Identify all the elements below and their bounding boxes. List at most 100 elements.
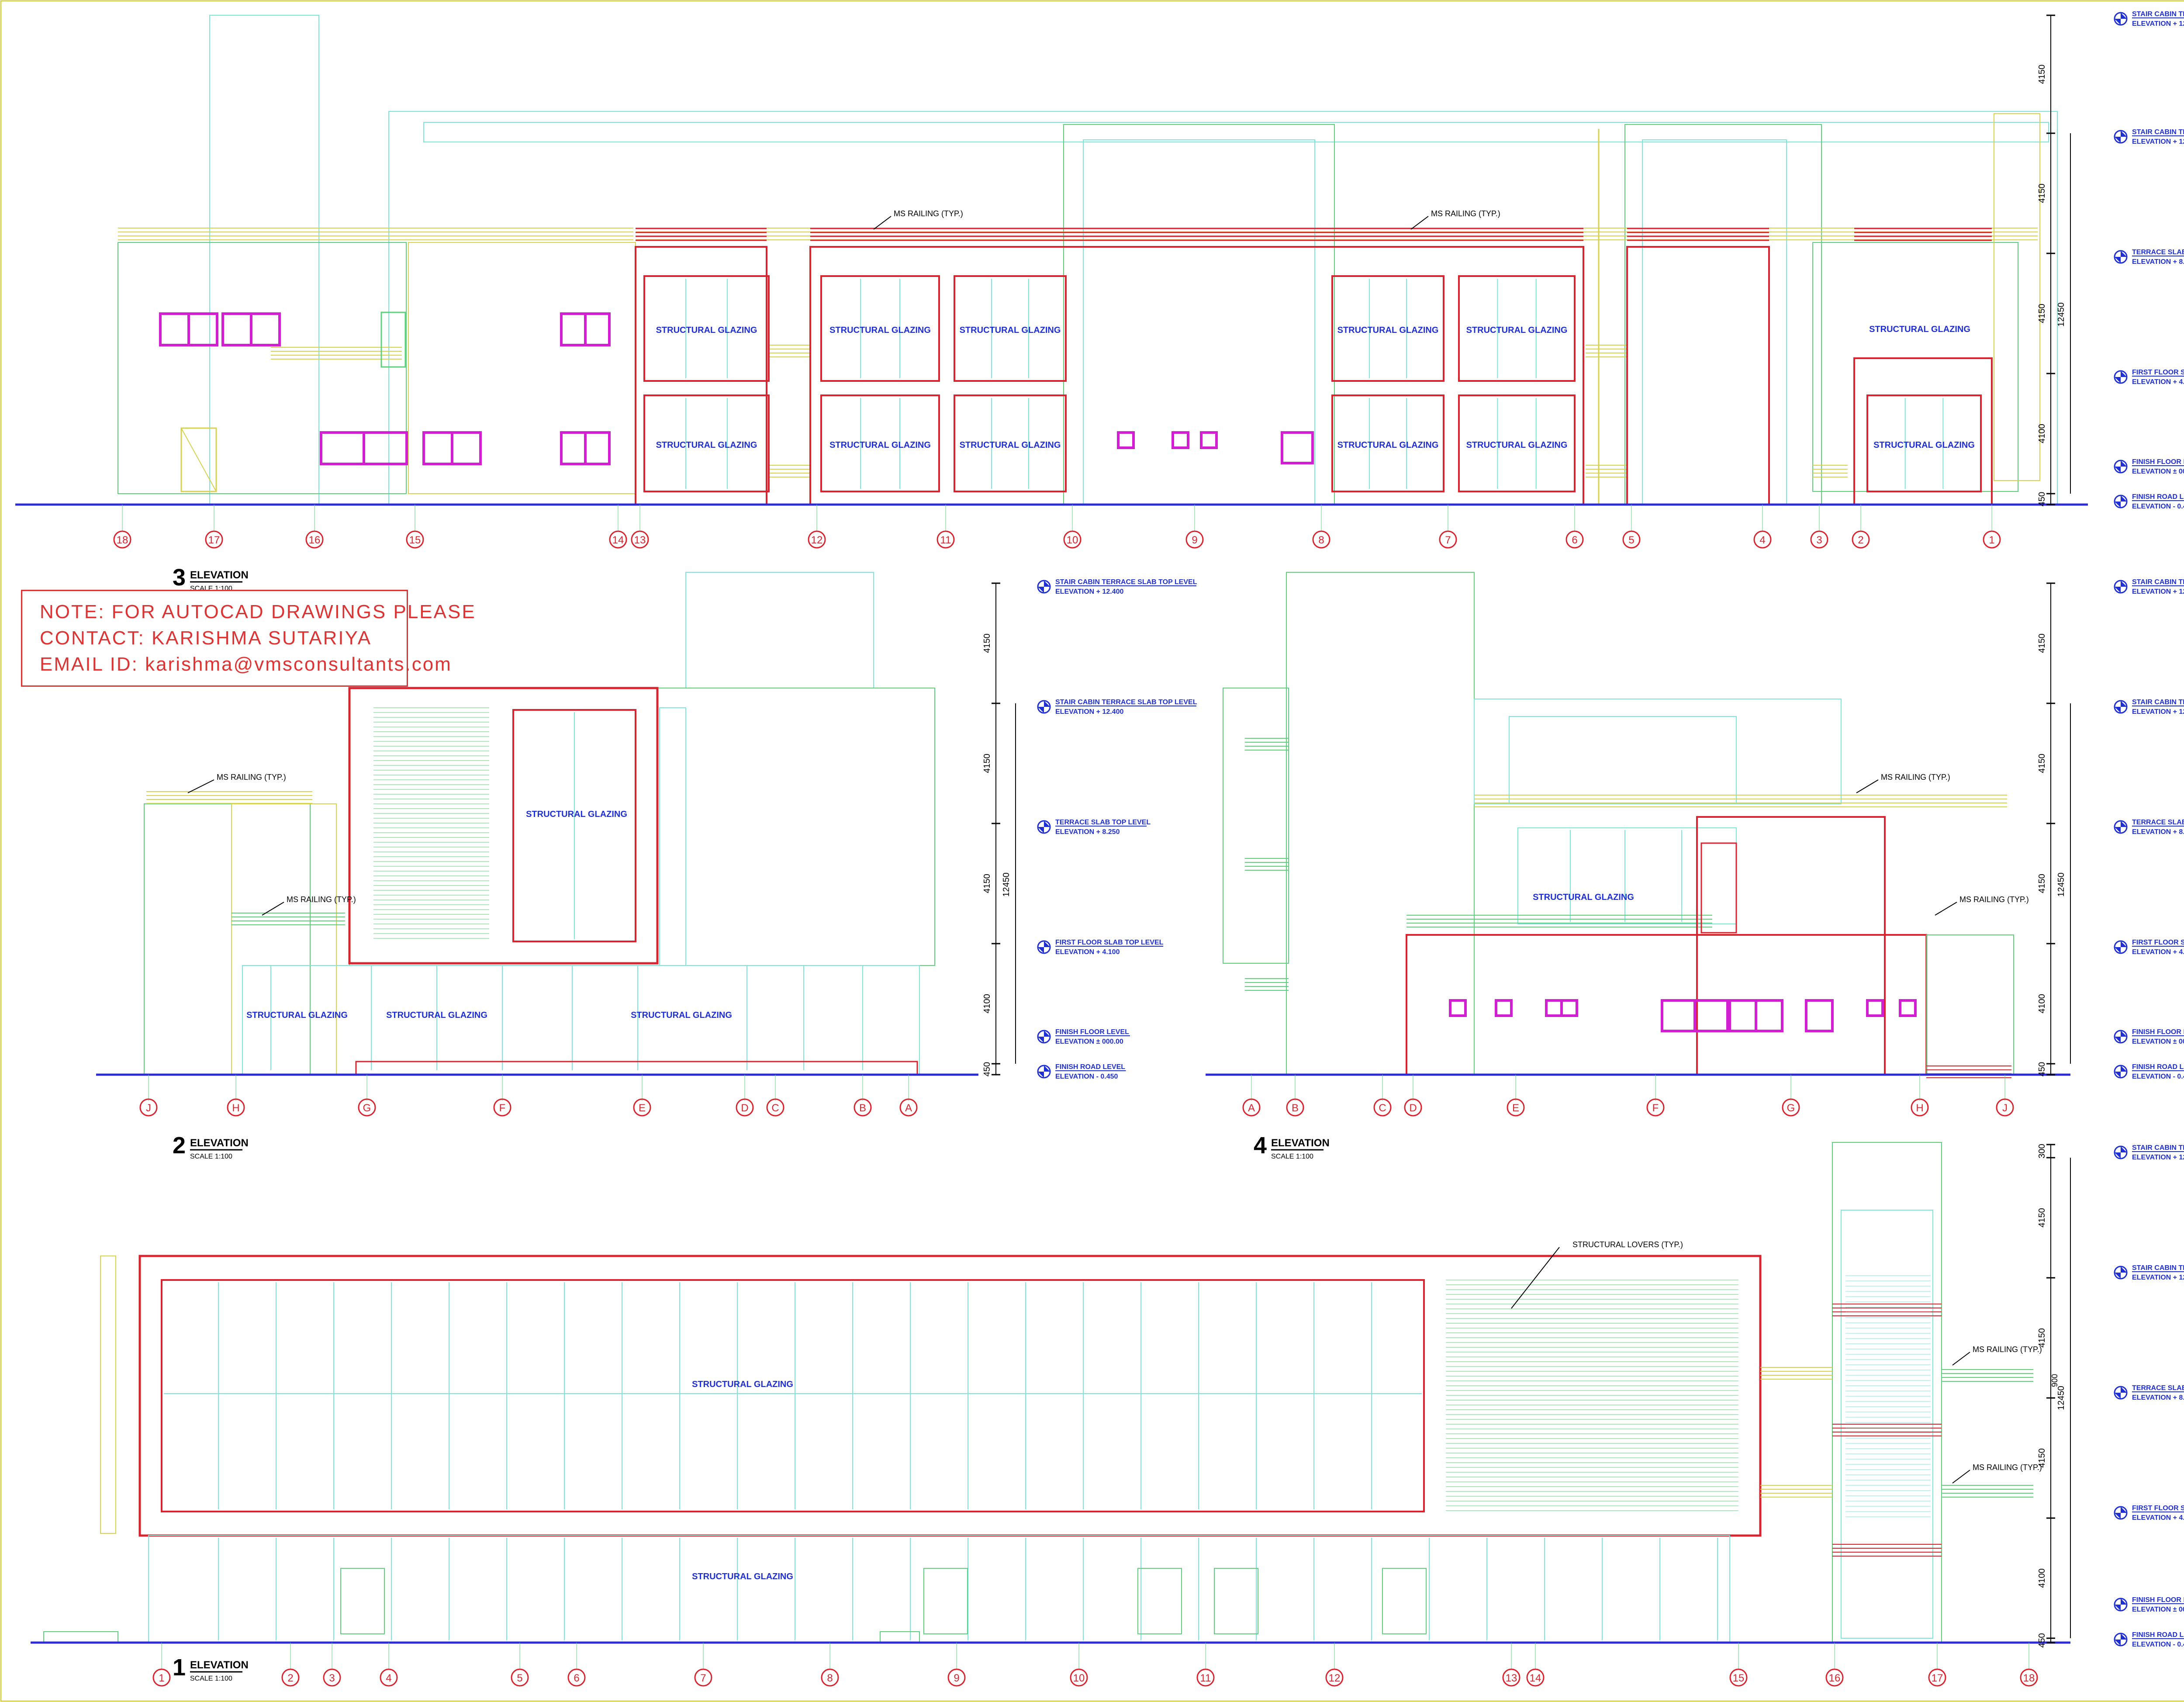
structural-glazing-window xyxy=(1458,275,1576,382)
level-marker-fill xyxy=(1038,1031,1050,1043)
grid-bubble xyxy=(1404,1098,1422,1117)
grid-bubble xyxy=(567,1668,586,1687)
view-scale: SCALE 1:100 xyxy=(190,1675,232,1682)
level-name: STAIR CABIN TERRACE SLAB TOP LEVEL xyxy=(2132,10,2184,18)
grid-label: 10 xyxy=(1073,1672,1085,1684)
structural-glazing-label: STRUCTURAL GLAZING xyxy=(1533,893,1634,902)
grid-label: 15 xyxy=(409,534,421,546)
grid-label: 4 xyxy=(1759,534,1765,546)
level-marker-fill xyxy=(2115,251,2127,263)
level-name: FINISH ROAD LEVEL xyxy=(1055,1063,1125,1071)
door xyxy=(923,1568,968,1634)
grid-label: 10 xyxy=(1067,534,1078,546)
fin xyxy=(659,707,686,966)
grid-label: B xyxy=(1292,1102,1299,1114)
level-marker-fill xyxy=(1038,941,1050,953)
level-elevation: ELEVATION ± 000.00 xyxy=(1055,1038,1123,1045)
grid-bubble xyxy=(609,530,627,549)
grid-bubble xyxy=(1242,1098,1261,1117)
grid-bubble xyxy=(766,1098,784,1117)
grid-bubble xyxy=(205,530,223,549)
level-name: FIRST FLOOR SLAB TOP LEVEL xyxy=(2132,369,2184,376)
level-marker-fill xyxy=(2115,821,2127,833)
window-opening xyxy=(1805,999,1834,1032)
structural-glazing-label: STRUCTURAL GLAZING xyxy=(246,1010,348,1020)
grid-bubble xyxy=(113,530,131,549)
level-name: FINISH FLOOR LEVEL xyxy=(1055,1028,1129,1036)
level-marker-fill xyxy=(2115,495,2127,508)
grid-bubble xyxy=(736,1098,754,1117)
level-elevation: ELEVATION + 8.250 xyxy=(2132,258,2184,266)
grid-bubble xyxy=(1185,530,1204,549)
note-line-1: NOTE: FOR AUTOCAD DRAWINGS PLEASE xyxy=(40,601,476,623)
grid-bubble xyxy=(511,1668,529,1687)
grid-label: 3 xyxy=(1816,534,1822,546)
level-marker-fill xyxy=(1038,821,1050,833)
grid-bubble xyxy=(1063,530,1082,549)
grid-bubble xyxy=(1286,1098,1304,1117)
grid-label: F xyxy=(499,1102,506,1114)
grid-bubble xyxy=(1729,1668,1748,1687)
level-name: STAIR CABIN TERRACE SLAB TOP LEVEL xyxy=(2132,1144,2184,1152)
grid-label: E xyxy=(639,1102,646,1114)
dimension-text: 300 xyxy=(2037,1144,2047,1158)
window-opening xyxy=(1866,999,1884,1017)
grid-label: 8 xyxy=(1318,534,1324,546)
grid-label: 16 xyxy=(1829,1672,1841,1684)
grid-label: A xyxy=(1248,1102,1255,1114)
grid-bubble xyxy=(1852,530,1870,549)
level-elevation: ELEVATION + 4.100 xyxy=(2132,1514,2184,1522)
dimension-text: 12450 xyxy=(2056,1386,2066,1410)
level-elevation: ELEVATION + 12.400 xyxy=(2132,20,2184,28)
grid-label: 17 xyxy=(208,534,220,546)
level-elevation: ELEVATION + 12.400 xyxy=(2132,588,2184,595)
leader-line xyxy=(873,216,892,230)
window-opening xyxy=(1560,999,1578,1017)
terrace-inner xyxy=(1509,716,1737,804)
grid-bubble xyxy=(323,1668,341,1687)
grid-label: 12 xyxy=(811,534,823,546)
door xyxy=(1382,1568,1427,1634)
structural-glazing-label: STRUCTURAL GLAZING xyxy=(526,809,627,819)
grid-bubble xyxy=(1753,530,1772,549)
structural-glazing-label: STRUCTURAL GLAZING xyxy=(1873,440,1975,450)
grid-bubble xyxy=(631,530,649,549)
structural-glazing-label: STRUCTURAL GLAZING xyxy=(692,1572,793,1581)
level-marker-fill xyxy=(2115,131,2127,143)
grid-label: 6 xyxy=(574,1672,579,1684)
structural-glazing-label: STRUCTURAL GLAZING xyxy=(960,440,1061,450)
grid-label: 12 xyxy=(1329,1672,1341,1684)
level-name: TERRACE SLAB TOP LEVEL xyxy=(1055,819,1151,826)
left-block xyxy=(117,242,407,494)
dimension-text: 4150 xyxy=(2037,304,2047,323)
dimension-text: 12450 xyxy=(2056,872,2066,897)
grid-label: 9 xyxy=(1192,534,1197,546)
grid-label: 13 xyxy=(1506,1672,1517,1684)
grid-label: 2 xyxy=(287,1672,293,1684)
grid-label: 18 xyxy=(117,534,128,546)
side-block xyxy=(1223,688,1289,964)
grid-label: 8 xyxy=(827,1672,833,1684)
structural-glazing-label: STRUCTURAL GLAZING xyxy=(631,1010,732,1020)
dimension-text: 4100 xyxy=(982,994,992,1014)
window-opening xyxy=(1200,431,1218,449)
leader-line xyxy=(1952,1352,1970,1366)
structural-glazing-window xyxy=(820,275,940,382)
level-name: FINISH ROAD LEVEL xyxy=(2132,1063,2184,1071)
grid-bubble xyxy=(1502,1668,1521,1687)
grid-bubble xyxy=(899,1098,918,1117)
leader-line xyxy=(1935,902,1957,916)
leader-line xyxy=(262,902,284,916)
dimension-text: 4100 xyxy=(2037,994,2047,1014)
grid-bubble xyxy=(139,1098,158,1117)
ms-railing-label: MS RAILING (TYP.) xyxy=(1881,773,1950,782)
grid-label: C xyxy=(771,1102,779,1114)
grid-bubble xyxy=(1983,530,2001,549)
level-elevation: ELEVATION ± 000.00 xyxy=(2132,468,2184,475)
level-marker-fill xyxy=(2115,1633,2127,1646)
grid-bubble xyxy=(854,1098,872,1117)
view-title: ELEVATION xyxy=(1271,1137,1330,1149)
level-marker-fill xyxy=(2115,1507,2127,1519)
dimension-text: 4150 xyxy=(982,633,992,653)
leader-line xyxy=(1856,779,1879,793)
